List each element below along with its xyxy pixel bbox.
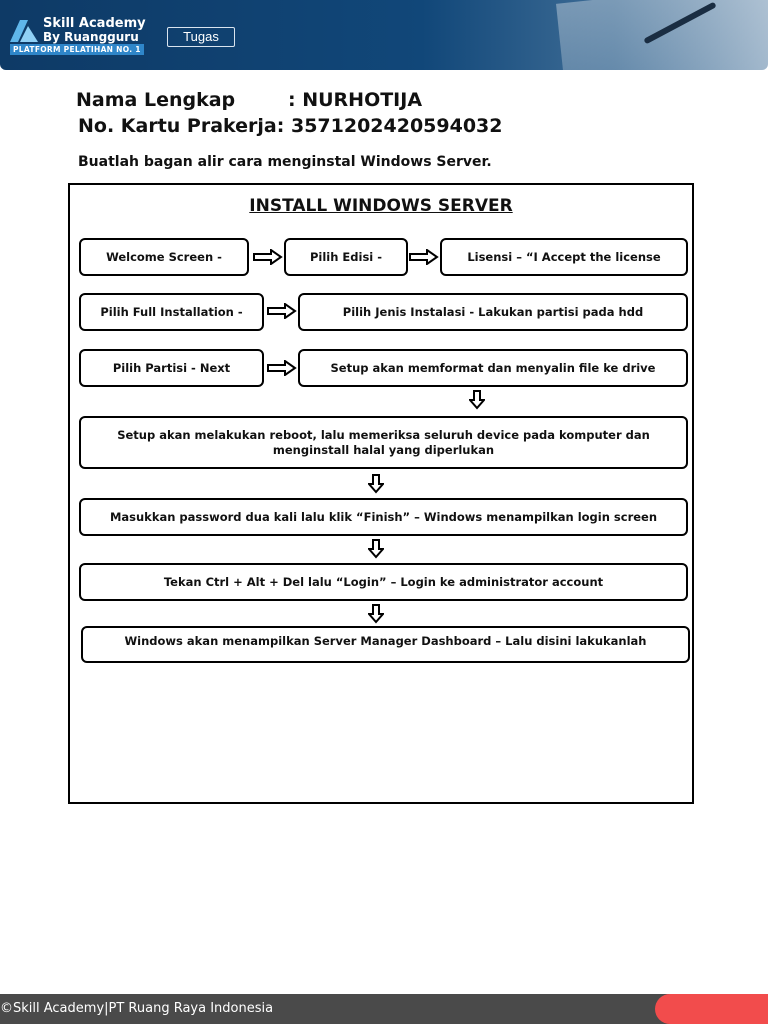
flowchart-title: INSTALL WINDOWS SERVER: [249, 196, 513, 216]
header-banner: Skill Academy By Ruangguru PLATFORM PELA…: [0, 0, 768, 70]
down-arrow-icon: [368, 539, 384, 559]
flowchart-frame: INSTALL WINDOWS SERVER Welcome Screen - …: [68, 183, 694, 804]
name-value: : NURHOTIJA: [288, 89, 423, 111]
down-arrow-icon: [368, 474, 384, 494]
flow-step-login: Tekan Ctrl + Alt + Del lalu “Login” – Lo…: [79, 563, 688, 601]
flow-step-reboot: Setup akan melakukan reboot, lalu memeri…: [79, 416, 688, 469]
flow-step-partition: Pilih Partisi - Next: [79, 349, 264, 387]
skill-academy-logo-icon: [10, 20, 38, 42]
logo-subtitle: By Ruangguru: [43, 30, 139, 44]
flow-step-edition: Pilih Edisi -: [284, 238, 408, 276]
flow-step-format: Setup akan memformat dan menyalin file k…: [298, 349, 688, 387]
logo-title: Skill Academy: [43, 16, 146, 31]
right-arrow-icon: [267, 303, 297, 319]
tugas-button[interactable]: Tugas: [167, 27, 235, 47]
logo-badge: PLATFORM PELATIHAN NO. 1: [10, 44, 144, 55]
flow-step-full-install: Pilih Full Installation -: [79, 293, 264, 331]
flow-step-install-type: Pilih Jenis Instalasi - Lakukan partisi …: [298, 293, 688, 331]
flow-step-password: Masukkan password dua kali lalu klik “Fi…: [79, 498, 688, 536]
card-row: No. Kartu Prakerja: 3571202420594032: [78, 115, 503, 137]
right-arrow-icon: [253, 249, 283, 265]
down-arrow-icon: [368, 604, 384, 624]
flow-step-dashboard: Windows akan menampilkan Server Manager …: [81, 626, 690, 663]
down-arrow-icon: [469, 390, 485, 410]
card-label: No. Kartu Prakerja: [78, 115, 277, 137]
right-arrow-icon: [267, 360, 297, 376]
footer-bar: ©Skill Academy|PT Ruang Raya Indonesia: [0, 994, 768, 1024]
instruction-text: Buatlah bagan alir cara menginstal Windo…: [78, 154, 492, 170]
flow-step-welcome: Welcome Screen -: [79, 238, 249, 276]
name-label: Nama Lengkap: [76, 89, 236, 111]
flow-step-license: Lisensi – “I Accept the license: [440, 238, 688, 276]
name-row: Nama Lengkap : NURHOTIJA: [76, 89, 422, 111]
footer-copyright: ©Skill Academy|PT Ruang Raya Indonesia: [0, 1001, 274, 1016]
card-value: : 3571202420594032: [276, 115, 503, 137]
footer-accent: [655, 994, 768, 1024]
right-arrow-icon: [409, 249, 439, 265]
